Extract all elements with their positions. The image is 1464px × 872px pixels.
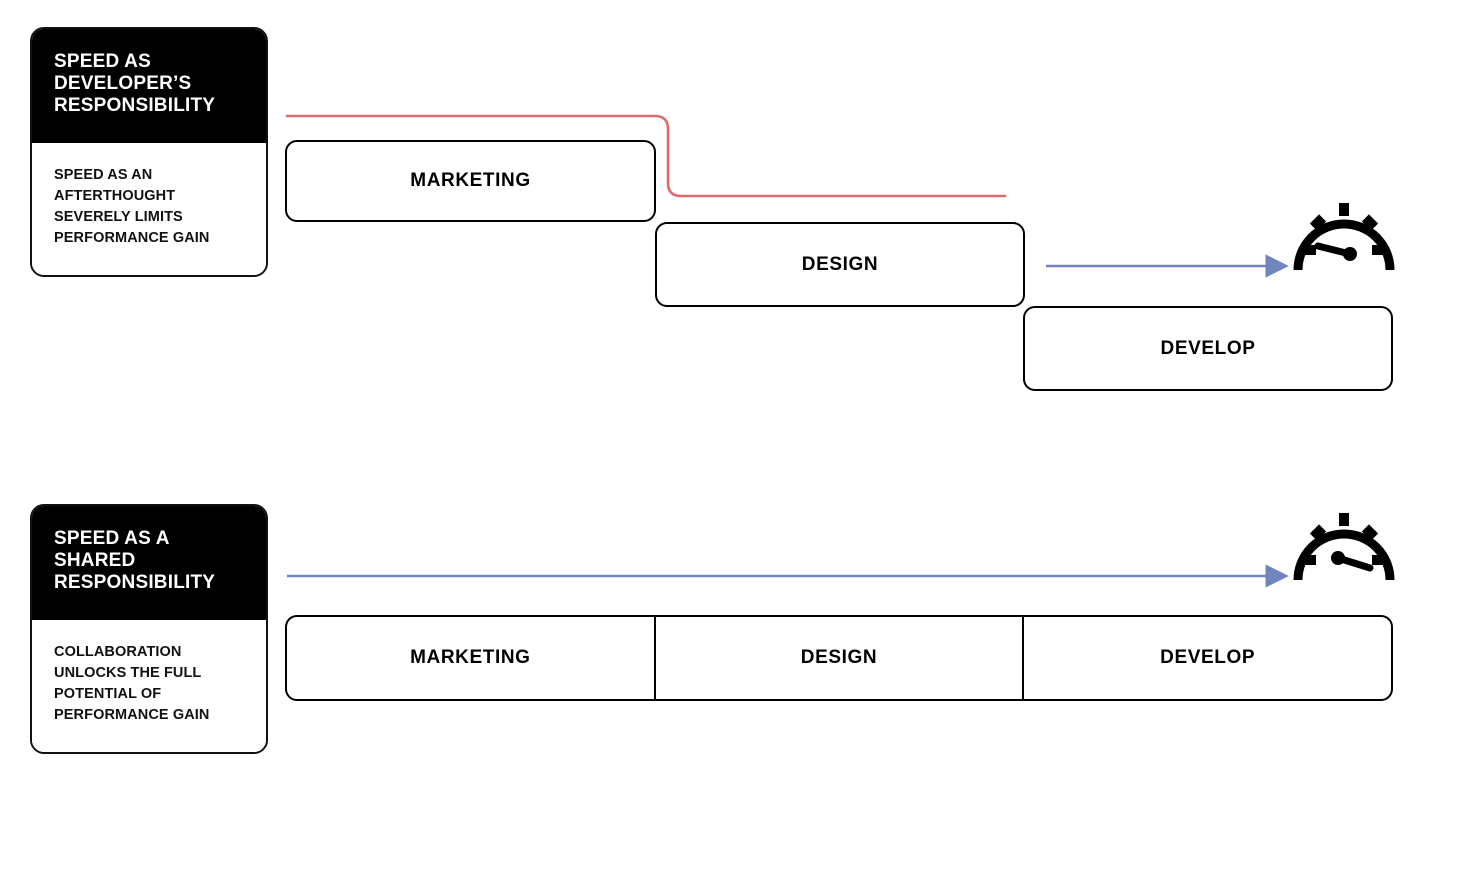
stage-box-design-row1[interactable]: DESIGN <box>655 222 1025 307</box>
stage-box-marketing-row1[interactable]: MARKETING <box>285 140 656 222</box>
stage-box-develop-row1[interactable]: DEVELOP <box>1023 306 1393 391</box>
stage-label: MARKETING <box>410 170 531 191</box>
stage-segment-develop-row2[interactable]: DEVELOP <box>1024 617 1391 699</box>
stage-segment-design-row2[interactable]: DESIGN <box>656 617 1025 699</box>
stage-label: DEVELOP <box>1160 337 1256 359</box>
stage-label: DESIGN <box>800 647 878 668</box>
stage-segment-marketing-row2[interactable]: MARKETING <box>287 617 656 699</box>
speedometer-high-icon <box>1290 508 1398 593</box>
card-body-text: COLLABORATION UNLOCKS THE FULL POTENTIAL… <box>32 620 266 753</box>
stage-label: DEVELOP <box>1160 647 1256 668</box>
card-heading: SPEED AS A SHARED RESPONSIBILITY <box>32 506 266 621</box>
card-shared-responsibility: SPEED AS A SHARED RESPONSIBILITY COLLABO… <box>30 504 268 755</box>
stage-bar-row2: MARKETING DESIGN DEVELOP <box>285 615 1393 701</box>
card-heading: SPEED AS DEVELOPER’S RESPONSIBILITY <box>32 29 266 144</box>
card-developer-responsibility: SPEED AS DEVELOPER’S RESPONSIBILITY SPEE… <box>30 27 268 278</box>
card-body-text: SPEED AS AN AFTERTHOUGHT SEVERELY LIMITS… <box>32 143 266 276</box>
stage-label: MARKETING <box>410 647 531 668</box>
stage-label: DESIGN <box>801 253 879 275</box>
speedometer-low-icon <box>1290 198 1398 283</box>
